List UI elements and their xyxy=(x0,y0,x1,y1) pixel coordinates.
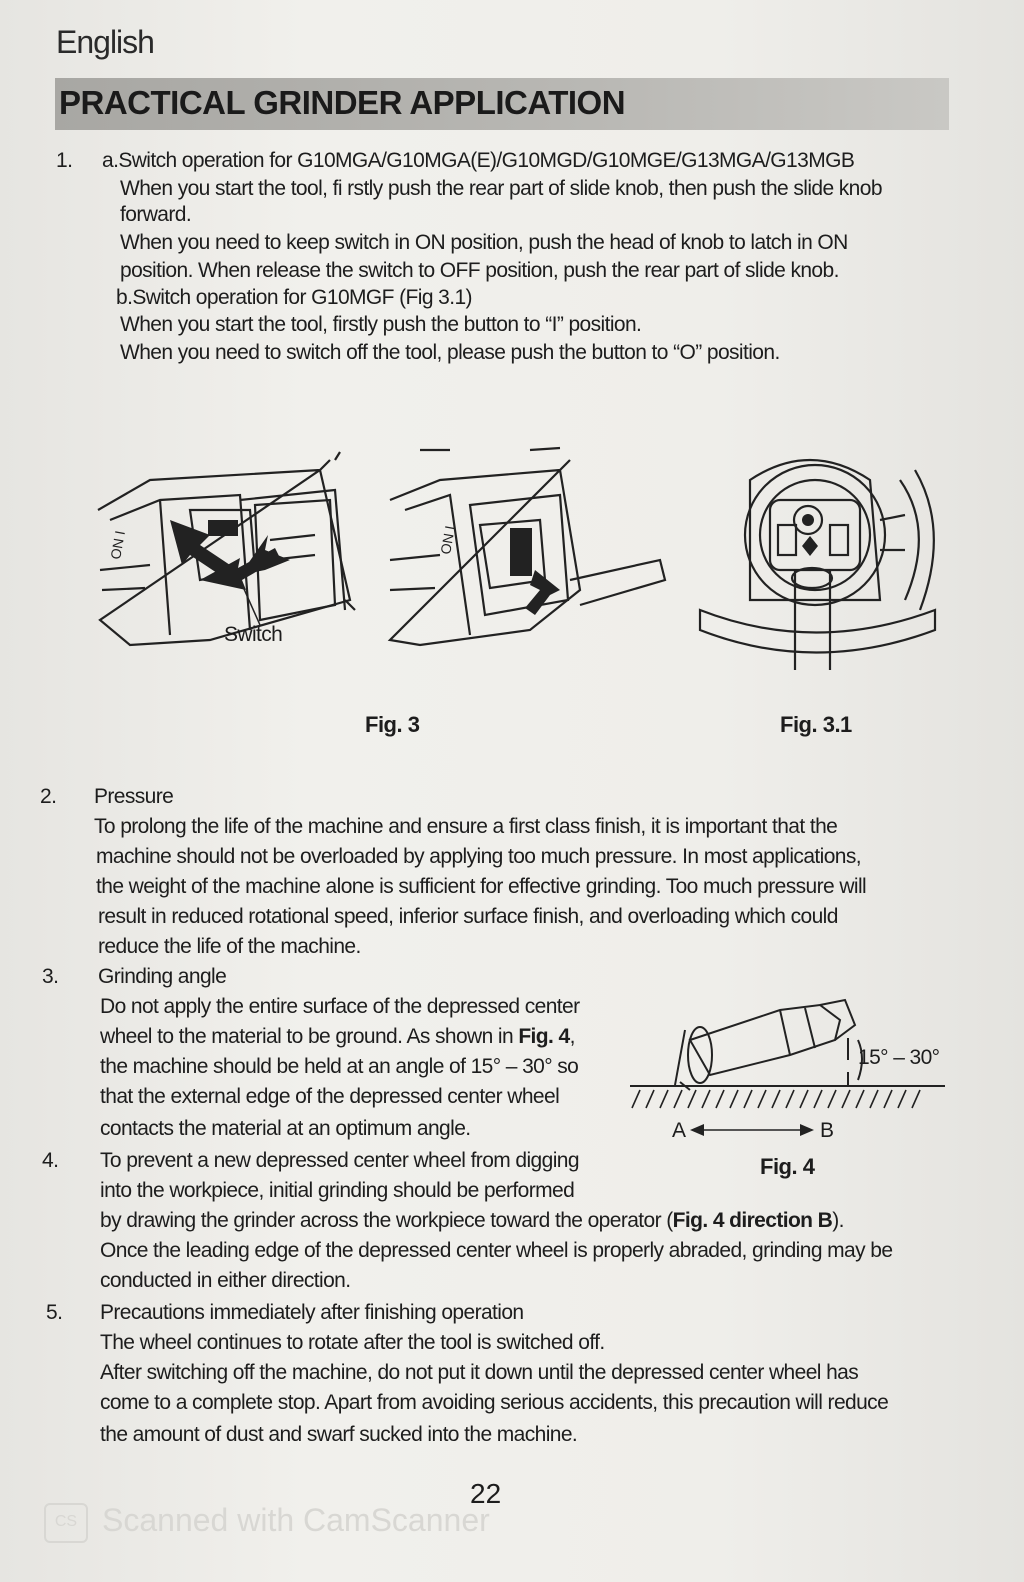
language-label: English xyxy=(56,24,155,60)
item1-text: position. When release the switch to OFF… xyxy=(120,259,839,282)
item1-text: forward. xyxy=(120,203,192,226)
item-number: 5. xyxy=(46,1301,63,1324)
fig31-caption: Fig. 3.1 xyxy=(780,712,852,737)
item4-text: conducted in either direction. xyxy=(100,1269,351,1292)
item5-text: After switching off the machine, do not … xyxy=(100,1361,859,1384)
direction-a-label: A xyxy=(672,1119,686,1142)
item3-text: wheel to the material to be ground. As s… xyxy=(100,1025,575,1048)
item1-text: When you need to keep switch in ON posit… xyxy=(120,231,848,254)
switch-label: Switch xyxy=(224,623,283,646)
item4-text: into the workpiece, initial grinding sho… xyxy=(100,1179,575,1202)
fig3-switch-illustration: ON I ON I xyxy=(97,446,667,647)
direction-b-label: B xyxy=(820,1119,834,1142)
item4-text: Once the leading edge of the depressed c… xyxy=(100,1239,893,1262)
item1-text: When you start the tool, fi rstly push t… xyxy=(120,177,883,200)
item-number: 1. xyxy=(56,149,73,172)
item1-a-heading: a.Switch operation for G10MGA/G10MGA(E)/… xyxy=(102,149,855,172)
fig3-caption: Fig. 3 xyxy=(365,712,420,737)
item3-text: Do not apply the entire surface of the d… xyxy=(100,995,580,1018)
item2-text: result in reduced rotational speed, infe… xyxy=(98,905,838,928)
angle-label: 15° – 30° xyxy=(858,1046,940,1069)
item-number: 3. xyxy=(42,965,59,988)
svg-text:ON I: ON I xyxy=(437,524,458,555)
item2-text: To prolong the life of the machine and e… xyxy=(94,815,838,838)
camscanner-logo-icon: CS xyxy=(44,1502,88,1543)
item3-text: the machine should be held at an angle o… xyxy=(100,1055,579,1078)
item2-text: reduce the life of the machine. xyxy=(98,935,361,958)
item4-text: by drawing the grinder across the workpi… xyxy=(100,1209,844,1232)
item-number: 4. xyxy=(42,1149,59,1172)
item5-heading: Precautions immediately after finishing … xyxy=(100,1301,524,1324)
item2-text: machine should not be overloaded by appl… xyxy=(96,845,862,868)
fig4-caption: Fig. 4 xyxy=(760,1154,815,1179)
item5-text: The wheel continues to rotate after the … xyxy=(100,1331,605,1354)
watermark-text: Scanned with CamScanner xyxy=(102,1502,490,1538)
item3-text: contacts the material at an optimum angl… xyxy=(100,1117,471,1140)
item3-text: that the external edge of the depressed … xyxy=(100,1085,560,1108)
item5-text: come to a complete stop. Apart from avoi… xyxy=(100,1391,889,1414)
item5-text: the amount of dust and swarf sucked into… xyxy=(100,1423,578,1446)
item1-text: When you start the tool, firstly push th… xyxy=(120,313,642,336)
item2-heading: Pressure xyxy=(94,785,174,808)
fig4-grinding-angle-illustration xyxy=(630,998,945,1136)
item3-heading: Grinding angle xyxy=(98,965,227,988)
page-number: 22 xyxy=(470,1478,502,1509)
item1-b-heading: b.Switch operation for G10MGF (Fig 3.1) xyxy=(116,286,473,309)
section-banner: PRACTICAL GRINDER APPLICATION xyxy=(55,78,949,130)
item2-text: the weight of the machine alone is suffi… xyxy=(96,875,867,898)
section-title: PRACTICAL GRINDER APPLICATION xyxy=(59,84,626,121)
fig31-grinder-illustration xyxy=(698,458,937,670)
item1-text: When you need to switch off the tool, pl… xyxy=(120,341,780,364)
scanner-watermark: CS Scanned with CamScanner xyxy=(44,1502,490,1543)
svg-text:ON I: ON I xyxy=(107,529,128,560)
item4-text: To prevent a new depressed center wheel … xyxy=(100,1149,580,1172)
item-number: 2. xyxy=(40,785,57,808)
